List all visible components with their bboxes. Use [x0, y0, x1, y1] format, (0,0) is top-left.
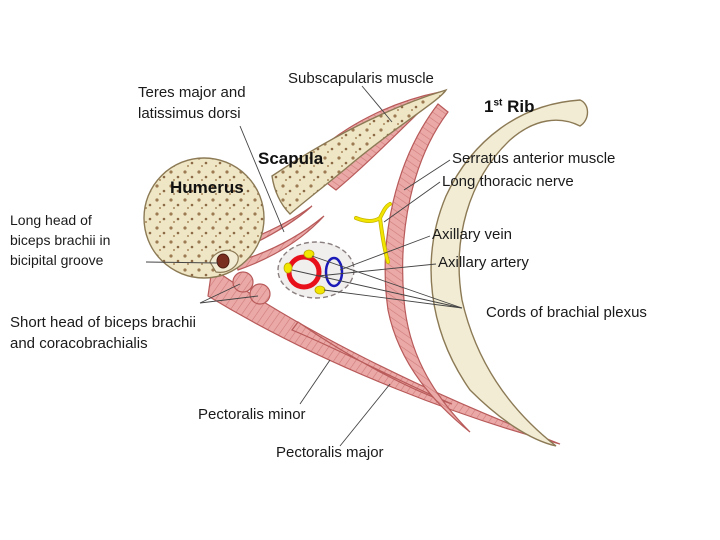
first-rib-bone: [430, 99, 589, 447]
brachial-plexus-cord-medial: [314, 285, 326, 295]
coracobrachialis: [249, 283, 271, 305]
pectoralis-major-label: Pectoralis major: [276, 444, 384, 461]
scapula-bone: [271, 88, 448, 215]
short-head-biceps-label: Short head of biceps brachii and coracob…: [10, 312, 196, 354]
serratus-anterior-label: Serratus anterior muscle: [452, 150, 616, 167]
long-head-label-line-1: Long head of: [10, 212, 92, 228]
cords-brachial-plexus-label: Cords of brachial plexus: [486, 304, 647, 321]
axillary-vein-vessel: [324, 256, 344, 288]
brachial-plexus-cord-posterior: [283, 262, 293, 274]
pectoralis-minor-muscle: [291, 321, 453, 405]
long-thoracic-nerve-label: Long thoracic nerve: [442, 173, 574, 190]
short-head-label-line-1: Short head of biceps brachii: [10, 314, 196, 331]
teres-major-label: Teres major and latissimus dorsi: [138, 82, 246, 124]
axillary-artery-label: Axillary artery: [438, 254, 529, 271]
humerus-label: Humerus: [170, 178, 244, 197]
rib-ordinal-suffix: st: [493, 97, 503, 109]
teres-major-latissimus-dorsi-lower: [235, 215, 325, 271]
long-head-label-line-3: bicipital groove: [10, 252, 104, 268]
teres-label-line-1: Teres major and: [138, 84, 246, 101]
leader-lines: [145, 85, 463, 447]
humerus-bone: [143, 157, 265, 279]
pectoralis-minor-label: Pectoralis minor: [198, 406, 306, 423]
subscapularis-label: Subscapularis muscle: [288, 70, 434, 87]
short-head-biceps: [232, 271, 254, 293]
brachial-plexus-cord-lateral: [303, 249, 315, 259]
first-rib-label: 1st Rib: [484, 96, 535, 117]
scapula-label: Scapula: [258, 149, 324, 168]
pectoralis-major-muscle: [207, 266, 561, 445]
long-head-biceps-label: Long head of biceps brachii in bicipital…: [10, 210, 110, 270]
serratus-anterior-muscle: [384, 103, 471, 433]
long-head-label-line-2: biceps brachii in: [10, 232, 111, 248]
axillary-vein-label: Axillary vein: [432, 226, 513, 243]
teres-label-line-2: latissimus dorsi: [138, 105, 241, 122]
rib-number: 1: [484, 97, 494, 116]
short-head-label-line-2: and coracobrachialis: [10, 335, 148, 352]
rib-word: Rib: [507, 97, 535, 116]
long-head-biceps-tendon: [216, 253, 230, 269]
